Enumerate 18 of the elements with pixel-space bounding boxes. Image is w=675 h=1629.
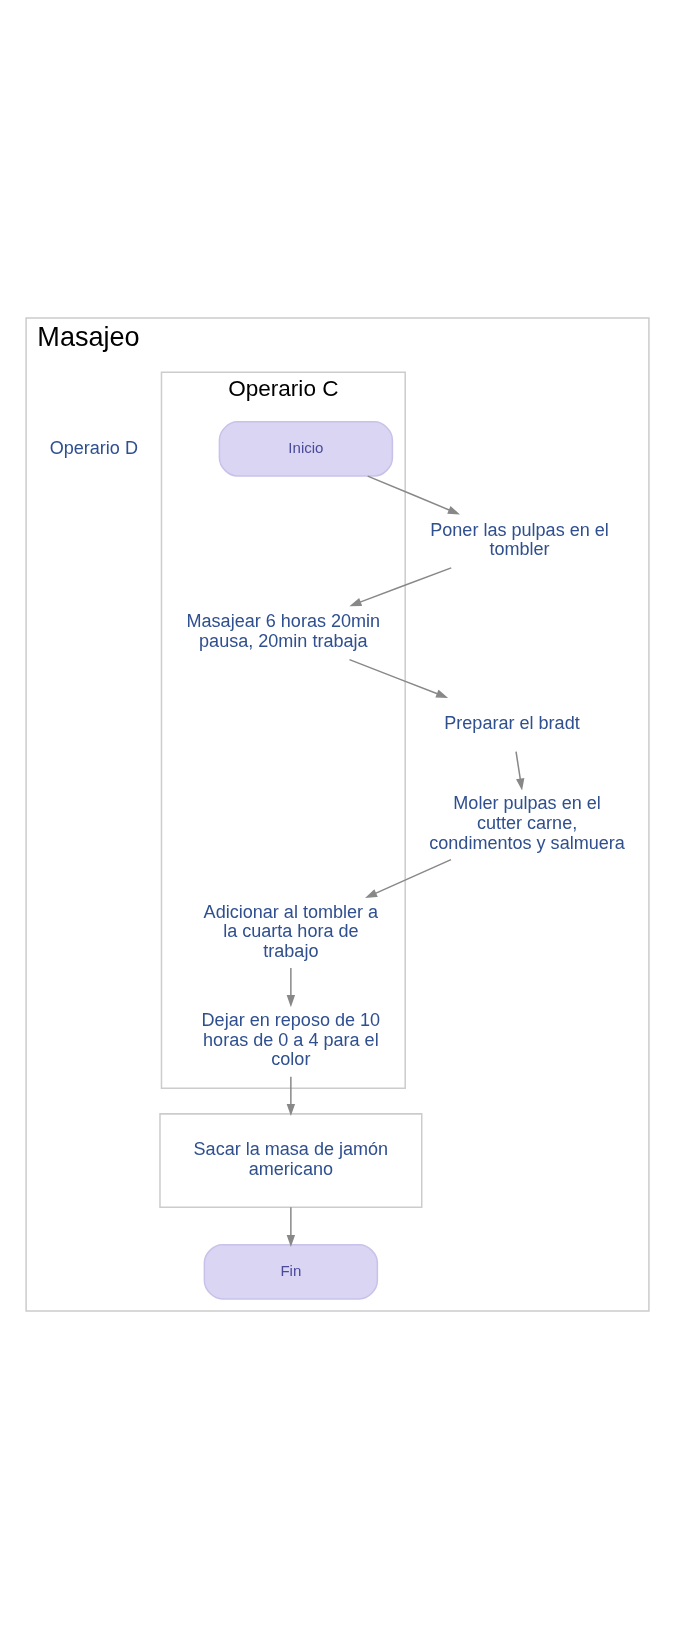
node-box: Inicio <box>218 421 394 477</box>
arrow <box>286 1076 296 1116</box>
node-text: Dejar en reposo de 10 horas de 0 a 4 para el color <box>201 1010 381 1070</box>
arrow <box>348 658 449 698</box>
arrow <box>365 858 452 898</box>
node-text: Adicionar al tombler a la cuarta hora de trabajo <box>203 901 379 961</box>
node-text: Operario D <box>49 437 138 458</box>
node-text: Poner las pulpas en el tombler <box>430 519 609 560</box>
node-text: Masajear 6 horas 20min pausa, 20min trabaja <box>186 611 381 651</box>
arrow <box>366 475 460 515</box>
arrow <box>515 751 525 791</box>
arrow <box>286 1206 296 1247</box>
node-box: Sacar la masa de jamón americano <box>159 1113 423 1208</box>
arrow <box>286 967 296 1008</box>
arrow <box>349 567 452 607</box>
node-text: Moler pulpas en el cutter carne, condimentos y salmuera <box>429 793 625 853</box>
node-box: Fin <box>203 1244 379 1300</box>
node-text: Preparar el bradt <box>444 712 580 733</box>
